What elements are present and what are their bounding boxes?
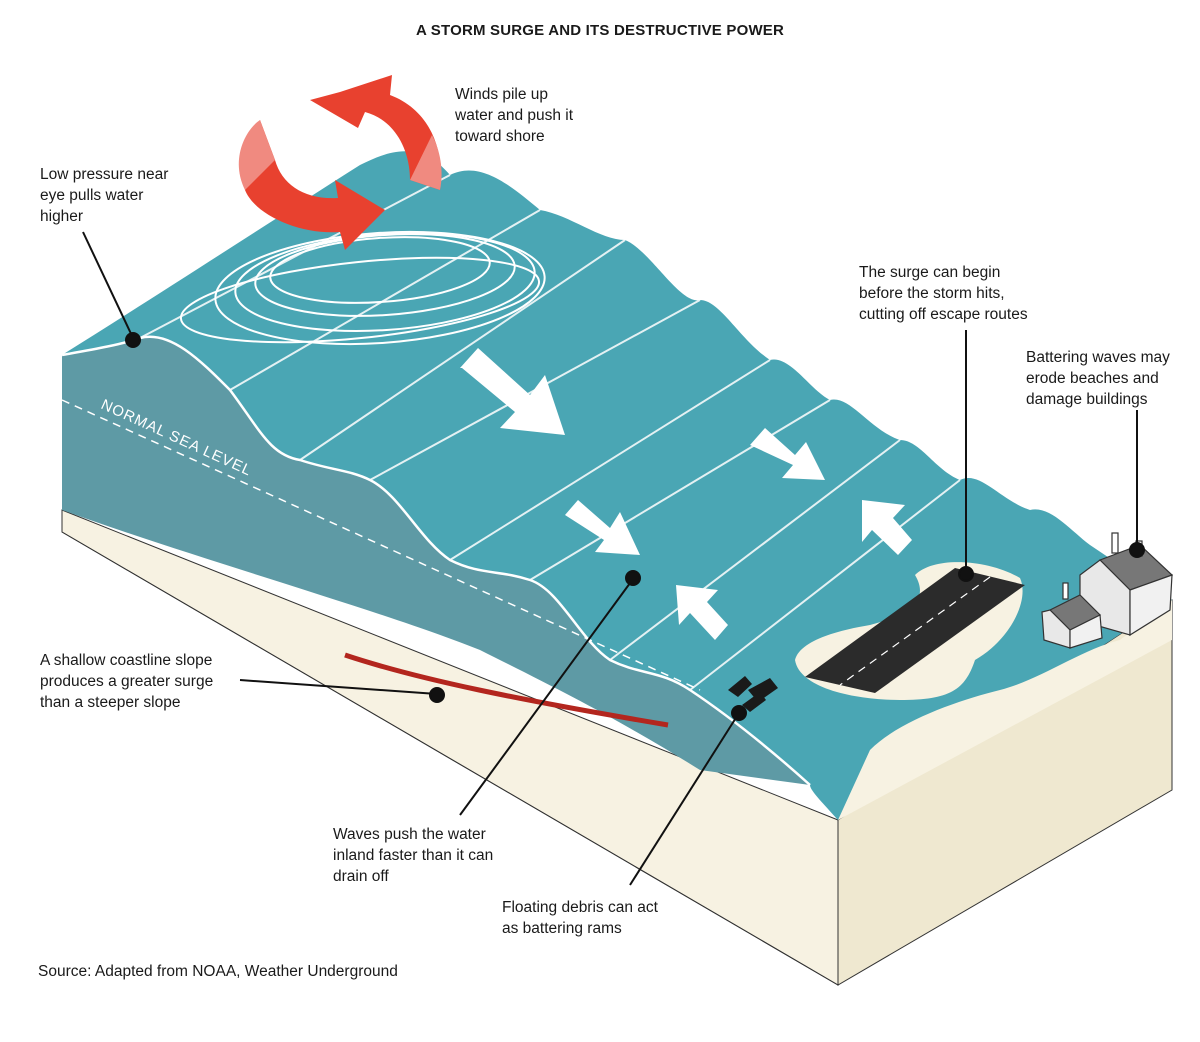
diagram-title: A STORM SURGE AND ITS DESTRUCTIVE POWER (415, 22, 785, 39)
sand-block (61, 509, 1173, 986)
storm-eye-rings (179, 230, 546, 346)
normal-sea-level-line (61, 399, 701, 691)
label-winds: Winds pile up water and push it toward s… (455, 86, 574, 145)
wind-rotation-arrow-icon (238, 75, 442, 250)
label-low-pressure: Low pressure near eye pulls water higher (40, 166, 169, 225)
ocean-cross-section (62, 336, 810, 785)
source-note: Source: Adapted from NOAA, Weather Under… (38, 963, 398, 980)
label-waves-push: Waves push the water inland faster than … (333, 826, 494, 885)
debris-icon (728, 676, 778, 712)
label-debris: Floating debris can act as battering ram… (502, 899, 658, 937)
road-icon (805, 568, 1025, 693)
wave-ridges (139, 174, 961, 691)
label-battering-waves: Battering waves may erode beaches and da… (1026, 349, 1170, 408)
label-shallow-slope: A shallow coastline slope produces a gre… (40, 652, 214, 711)
wave-profile-line (61, 335, 811, 786)
house-icon (1041, 532, 1174, 649)
road-centerline (839, 576, 991, 686)
label-surge-begin: The surge can begin before the storm hit… (859, 264, 1028, 323)
coastline-slope-line (344, 652, 669, 728)
callout-leaders (82, 231, 1145, 886)
flow-arrow-icon (460, 348, 912, 640)
